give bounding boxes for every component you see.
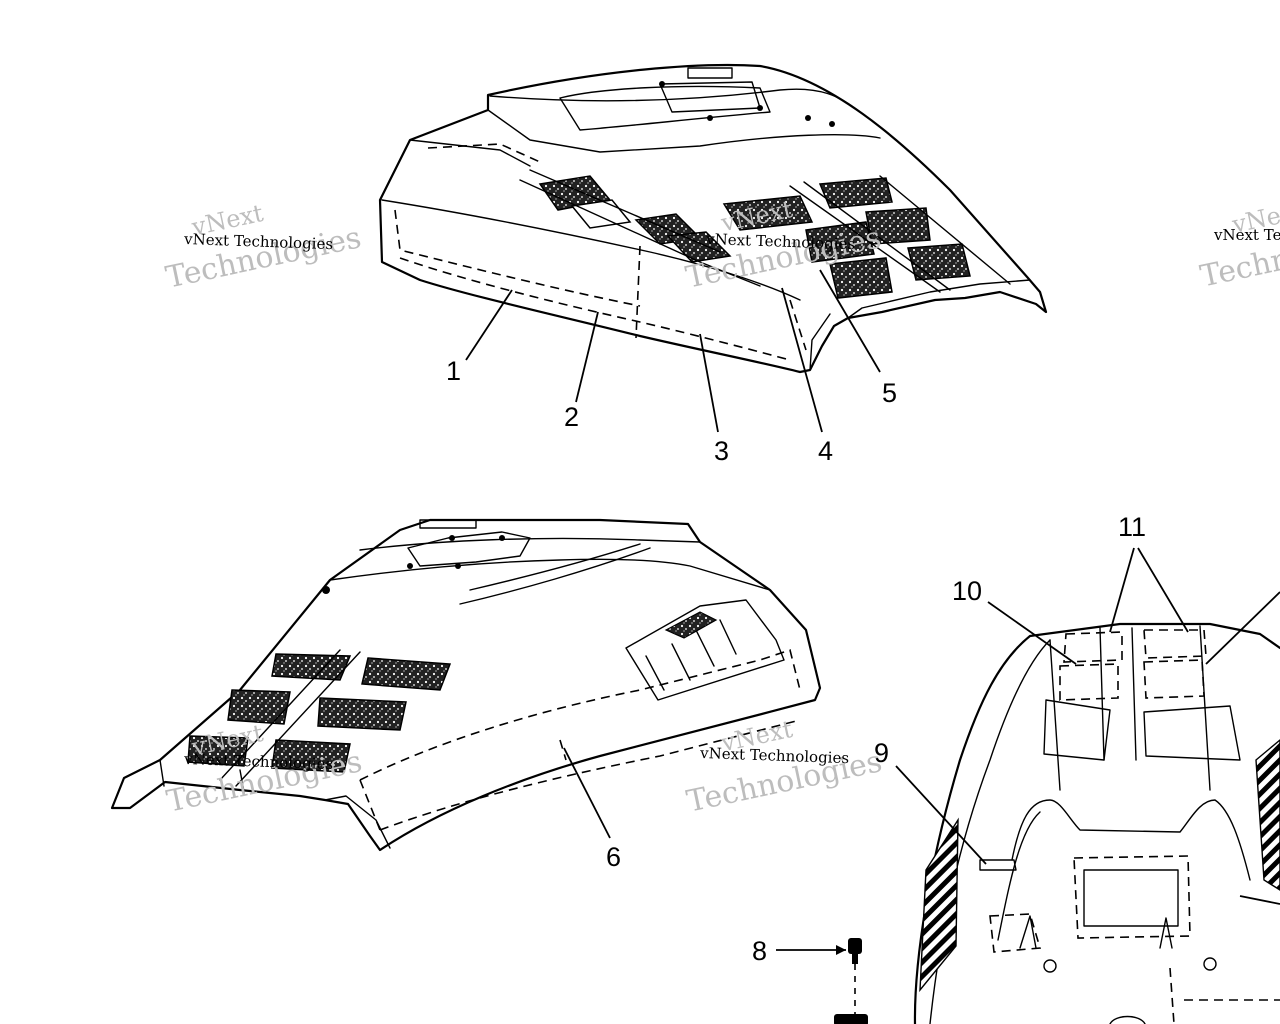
- callout-1: 1: [446, 356, 461, 386]
- callout-labels: 1 2 3 4 5 6 8 9 10 11: [446, 356, 1146, 966]
- callout-2: 2: [564, 402, 579, 432]
- decal-rectangles: [989, 629, 1280, 1024]
- watermark-small: vNext Technologies: [183, 230, 334, 253]
- callout-8: 8: [752, 936, 767, 966]
- hood-front-view: [913, 622, 1280, 1024]
- vent-grille-side: [187, 653, 452, 773]
- callout-9: 9: [874, 738, 889, 768]
- watermark-small: vNext Technologies: [699, 744, 850, 767]
- watermark-large-partial: Techn: [1197, 241, 1280, 294]
- vent-grille-right: [722, 177, 971, 299]
- watermark-small: vNext Technologies: [705, 230, 856, 253]
- callout-5: 5: [882, 378, 897, 408]
- callout-4: 4: [818, 436, 833, 466]
- callout-3: 3: [714, 436, 729, 466]
- screw-part: [834, 938, 868, 1024]
- leader-lines: [465, 269, 1280, 955]
- hood-top-view: [378, 63, 1048, 374]
- watermark-small: vNext Technologies: [183, 750, 334, 773]
- callout-6: 6: [606, 842, 621, 872]
- callout-10: 10: [952, 576, 982, 606]
- callout-11: 11: [1118, 512, 1146, 542]
- hood-side-view: [110, 518, 822, 852]
- watermark-small-partial: vNext Te: [1213, 226, 1280, 244]
